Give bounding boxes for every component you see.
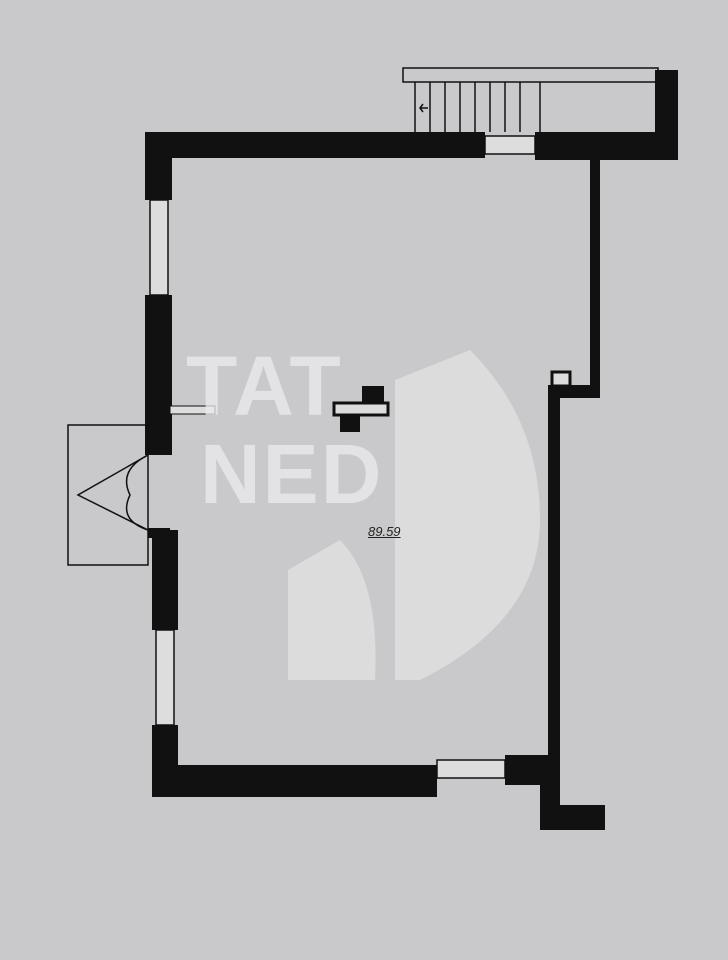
bottom-protrusion bbox=[540, 805, 605, 830]
door-jamb-bottom bbox=[148, 528, 170, 538]
balcony-wall bbox=[655, 70, 678, 160]
watermark-logo bbox=[288, 350, 540, 680]
walls bbox=[145, 70, 678, 830]
window-bottom bbox=[436, 759, 506, 779]
entrance-porch bbox=[67, 424, 149, 566]
right-wall-upper bbox=[590, 158, 600, 398]
watermark-text-line1: TAT bbox=[186, 339, 343, 433]
watermark-text-line2: NED bbox=[200, 427, 384, 521]
radiator bbox=[169, 405, 216, 415]
left-wall-top bbox=[145, 132, 172, 200]
vent bbox=[550, 370, 572, 388]
window-top bbox=[484, 135, 536, 155]
right-step bbox=[548, 385, 600, 398]
door-jamb-top bbox=[148, 435, 170, 455]
right-wall-lower bbox=[548, 385, 560, 780]
bottom-wall-left bbox=[155, 765, 437, 797]
top-wall-left bbox=[145, 132, 485, 158]
room-area-label: 89.59 bbox=[368, 524, 401, 539]
window-left-upper bbox=[149, 199, 169, 296]
stairs bbox=[402, 67, 659, 132]
left-wall-lower bbox=[152, 530, 178, 630]
column-symbol bbox=[332, 386, 390, 432]
window-left-lower bbox=[155, 629, 175, 726]
top-wall-right bbox=[535, 132, 678, 160]
windows bbox=[149, 135, 536, 779]
left-wall-mid bbox=[145, 295, 172, 455]
